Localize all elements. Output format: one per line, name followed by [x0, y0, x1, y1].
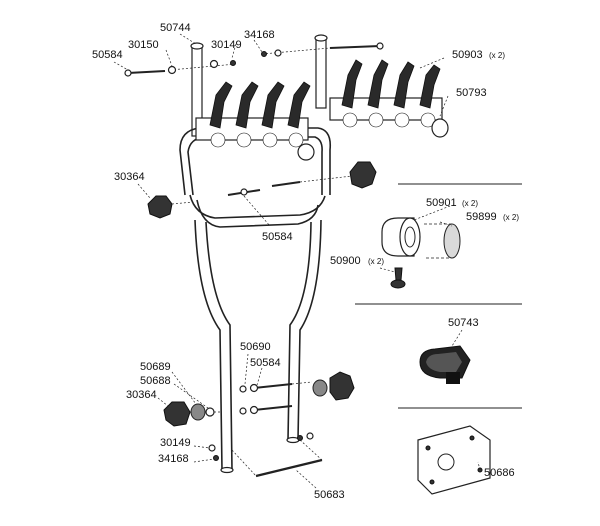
label-50584-low: 50584: [250, 357, 281, 369]
bolt-mid: [227, 175, 353, 196]
label-30149-low: 30149: [160, 437, 191, 449]
label-30150: 30150: [128, 39, 159, 51]
lower-knob-left: [163, 401, 222, 427]
wheel-holder-set-right: [329, 59, 449, 138]
bottom-rod-50683: [231, 439, 323, 478]
mounting-plate-50686: [417, 425, 491, 495]
label-34168-low: 34168: [158, 453, 189, 465]
label-50903-qty: (x 2): [489, 51, 505, 60]
label-50744: 50744: [160, 22, 191, 34]
label-50793: 50793: [456, 87, 487, 99]
label-50903: 50903: [452, 49, 483, 61]
label-50900-qty: (x 2): [368, 257, 384, 266]
label-50686: 50686: [484, 467, 515, 479]
label-50688: 50688: [140, 375, 171, 387]
knob-left-mid: [147, 195, 194, 219]
lower-knob-right: [312, 371, 355, 401]
top-bolt-left: [124, 59, 237, 77]
lower-bolt-upper: [239, 381, 313, 393]
strap-50743: [419, 345, 471, 384]
label-50584-top: 50584: [92, 49, 123, 61]
adapter-sleeve-59899: [424, 223, 461, 259]
label-30364-low: 30364: [126, 389, 157, 401]
top-bolt-right: [261, 42, 384, 57]
label-30364-top: 30364: [114, 171, 145, 183]
screw-50900: [390, 267, 406, 289]
label-34168-top: 34168: [244, 29, 275, 41]
bottom-small-parts: [208, 432, 314, 461]
label-50690: 50690: [240, 341, 271, 353]
wheel-holder-set-left: [195, 81, 315, 161]
lower-bolt-lower: [239, 405, 293, 415]
label-50683: 50683: [314, 489, 345, 501]
label-59899-qty: (x 2): [503, 213, 519, 222]
label-30149-top: 30149: [211, 39, 242, 51]
adapter-ring-50901: [381, 217, 421, 257]
leader-lines: [113, 33, 481, 489]
label-50689: 50689: [140, 361, 171, 373]
knob-right-mid: [349, 161, 377, 189]
label-50743: 50743: [448, 317, 479, 329]
label-50584-mid: 50584: [262, 231, 293, 243]
label-50901: 50901: [426, 197, 457, 209]
label-50900: 50900: [330, 255, 361, 267]
label-59899: 59899: [466, 211, 497, 223]
label-50901-qty: (x 2): [462, 199, 478, 208]
